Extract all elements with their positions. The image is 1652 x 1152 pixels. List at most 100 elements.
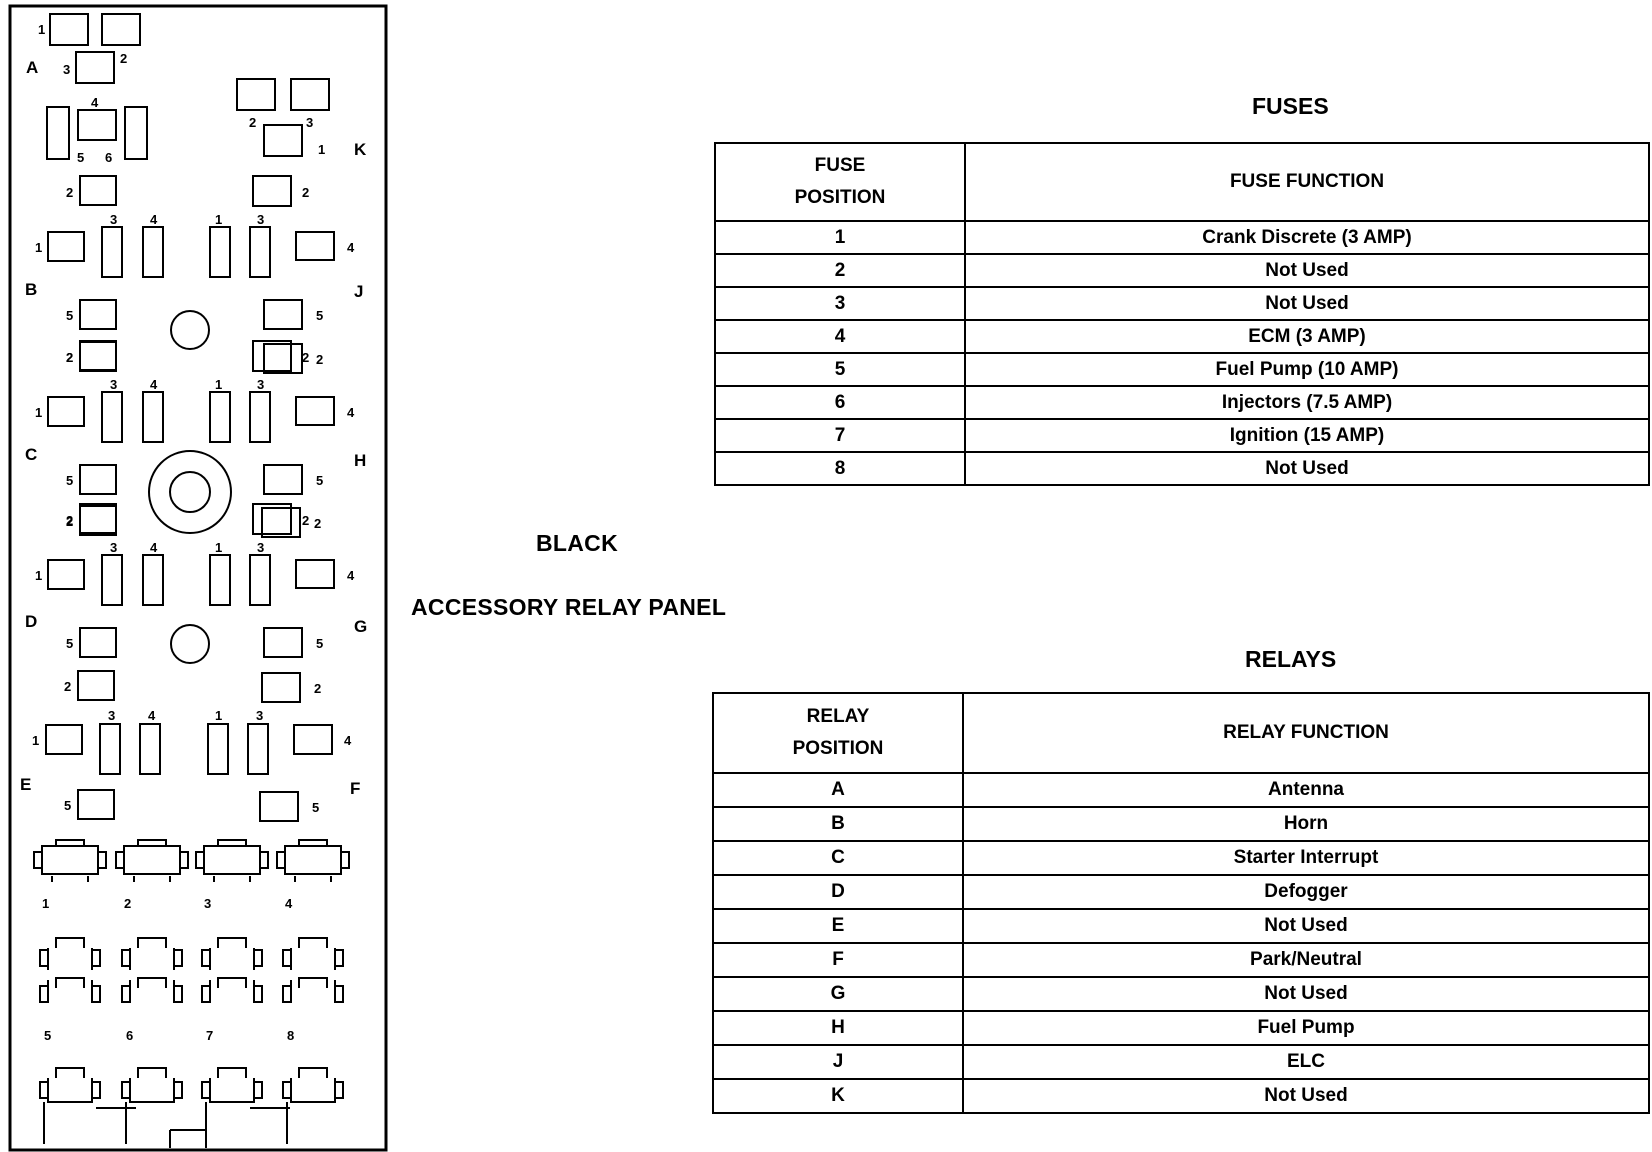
fuse-position-cell: 7 (714, 418, 966, 453)
relay-letter-label: H (354, 451, 366, 470)
terminal-slot (247, 723, 269, 775)
pin-label: 2 (66, 185, 73, 200)
terminal-slot (79, 505, 117, 536)
relay-function-cell: Horn (962, 806, 1650, 842)
terminal-slot (252, 503, 292, 535)
pin-label: 2 (66, 350, 73, 365)
pin-label: 3 (108, 708, 115, 723)
relay-position-cell: F (712, 942, 964, 978)
terminal-slot (79, 503, 117, 534)
relay-letter-label: A (26, 58, 38, 77)
terminal-slot (75, 51, 115, 84)
pin-label: 5 (316, 636, 323, 651)
relays-title: RELAYS (1245, 646, 1337, 672)
terminal-slot (252, 175, 292, 207)
fuses-title: FUSES (1252, 93, 1329, 119)
pin-label: 2 (316, 352, 323, 367)
relays-header-row: RELAY POSITION RELAY FUNCTION (712, 692, 1650, 774)
pin-label: 3 (306, 115, 313, 130)
pin-label: 3 (257, 377, 264, 392)
pin-label: 1 (38, 22, 45, 37)
relay-function-cell: Antenna (962, 772, 1650, 808)
pin-label: 5 (64, 798, 71, 813)
fuse-position-cell: 2 (714, 253, 966, 288)
terminal-slot (79, 464, 117, 495)
fuse-holder (115, 839, 189, 882)
pin-label: 5 (66, 473, 73, 488)
terminal-slot (124, 106, 148, 160)
mounting-ring (148, 450, 232, 534)
mounting-hole (170, 310, 210, 350)
terminal-slot (142, 391, 164, 443)
relay-function-header: RELAY FUNCTION (962, 692, 1650, 774)
terminal-slot (207, 723, 229, 775)
relay-function-cell: ELC (962, 1044, 1650, 1080)
fuse-position-cell: 5 (714, 352, 966, 387)
pin-label: 4 (347, 568, 355, 583)
fuse-position-cell: 3 (714, 286, 966, 321)
pin-label: 3 (110, 540, 117, 555)
pin-label: 4 (150, 540, 158, 555)
mounting-hole (169, 471, 211, 513)
relay-letter-label: J (354, 282, 363, 301)
panel-subtitle: ACCESSORY RELAY PANEL (411, 594, 727, 620)
terminal-slot (209, 554, 231, 606)
fuse-holder (195, 839, 269, 882)
terminal-slot (101, 226, 123, 278)
terminal-slot (45, 724, 83, 755)
fuse-function-cell: Crank Discrete (3 AMP) (964, 220, 1650, 255)
pin-label: 4 (150, 212, 158, 227)
fuse-position-cell: 6 (714, 385, 966, 420)
fuse-function-cell: Not Used (964, 253, 1650, 288)
fuse-holder (121, 937, 183, 1003)
pin-label: 2 (66, 514, 73, 529)
pin-label: 3 (257, 212, 264, 227)
terminal-slot (263, 464, 303, 495)
pin-label: 4 (150, 377, 158, 392)
terminal-slot (77, 789, 115, 820)
fuse-number-label: 1 (42, 896, 49, 911)
fuse-position-header: FUSE POSITION (714, 142, 966, 222)
pin-label: 4 (344, 733, 352, 748)
relay-function-cell: Park/Neutral (962, 942, 1650, 978)
pin-label: 2 (66, 350, 73, 365)
relay-position-cell: E (712, 908, 964, 944)
pin-label: 5 (66, 308, 73, 323)
terminal-slot (79, 175, 117, 206)
pin-label: 2 (249, 115, 256, 130)
fuse-holder (282, 937, 344, 1003)
terminal-slot (249, 391, 271, 443)
fuse-function-cell: Injectors (7.5 AMP) (964, 385, 1650, 420)
terminal-slot (263, 124, 303, 157)
relay-position-cell: K (712, 1078, 964, 1114)
relay-position-header-line1: RELAY (806, 706, 870, 727)
terminal-slot (101, 13, 141, 46)
pin-label: 2 (302, 185, 309, 200)
relay-position-cell: C (712, 840, 964, 876)
fuse-number-label: 3 (204, 896, 211, 911)
fuse-function-cell: Not Used (964, 451, 1650, 486)
pin-label: 1 (35, 240, 42, 255)
fuse-number-label: 4 (285, 896, 293, 911)
pin-label: 6 (105, 150, 112, 165)
pin-label: 1 (215, 708, 222, 723)
connector (169, 1129, 207, 1148)
terminal-slot (261, 672, 301, 703)
relay-function-cell: Fuel Pump (962, 1010, 1650, 1046)
terminal-slot (79, 299, 117, 330)
pin-label: 1 (215, 540, 222, 555)
terminal-slot (46, 106, 70, 160)
relay-position-cell: H (712, 1010, 964, 1046)
